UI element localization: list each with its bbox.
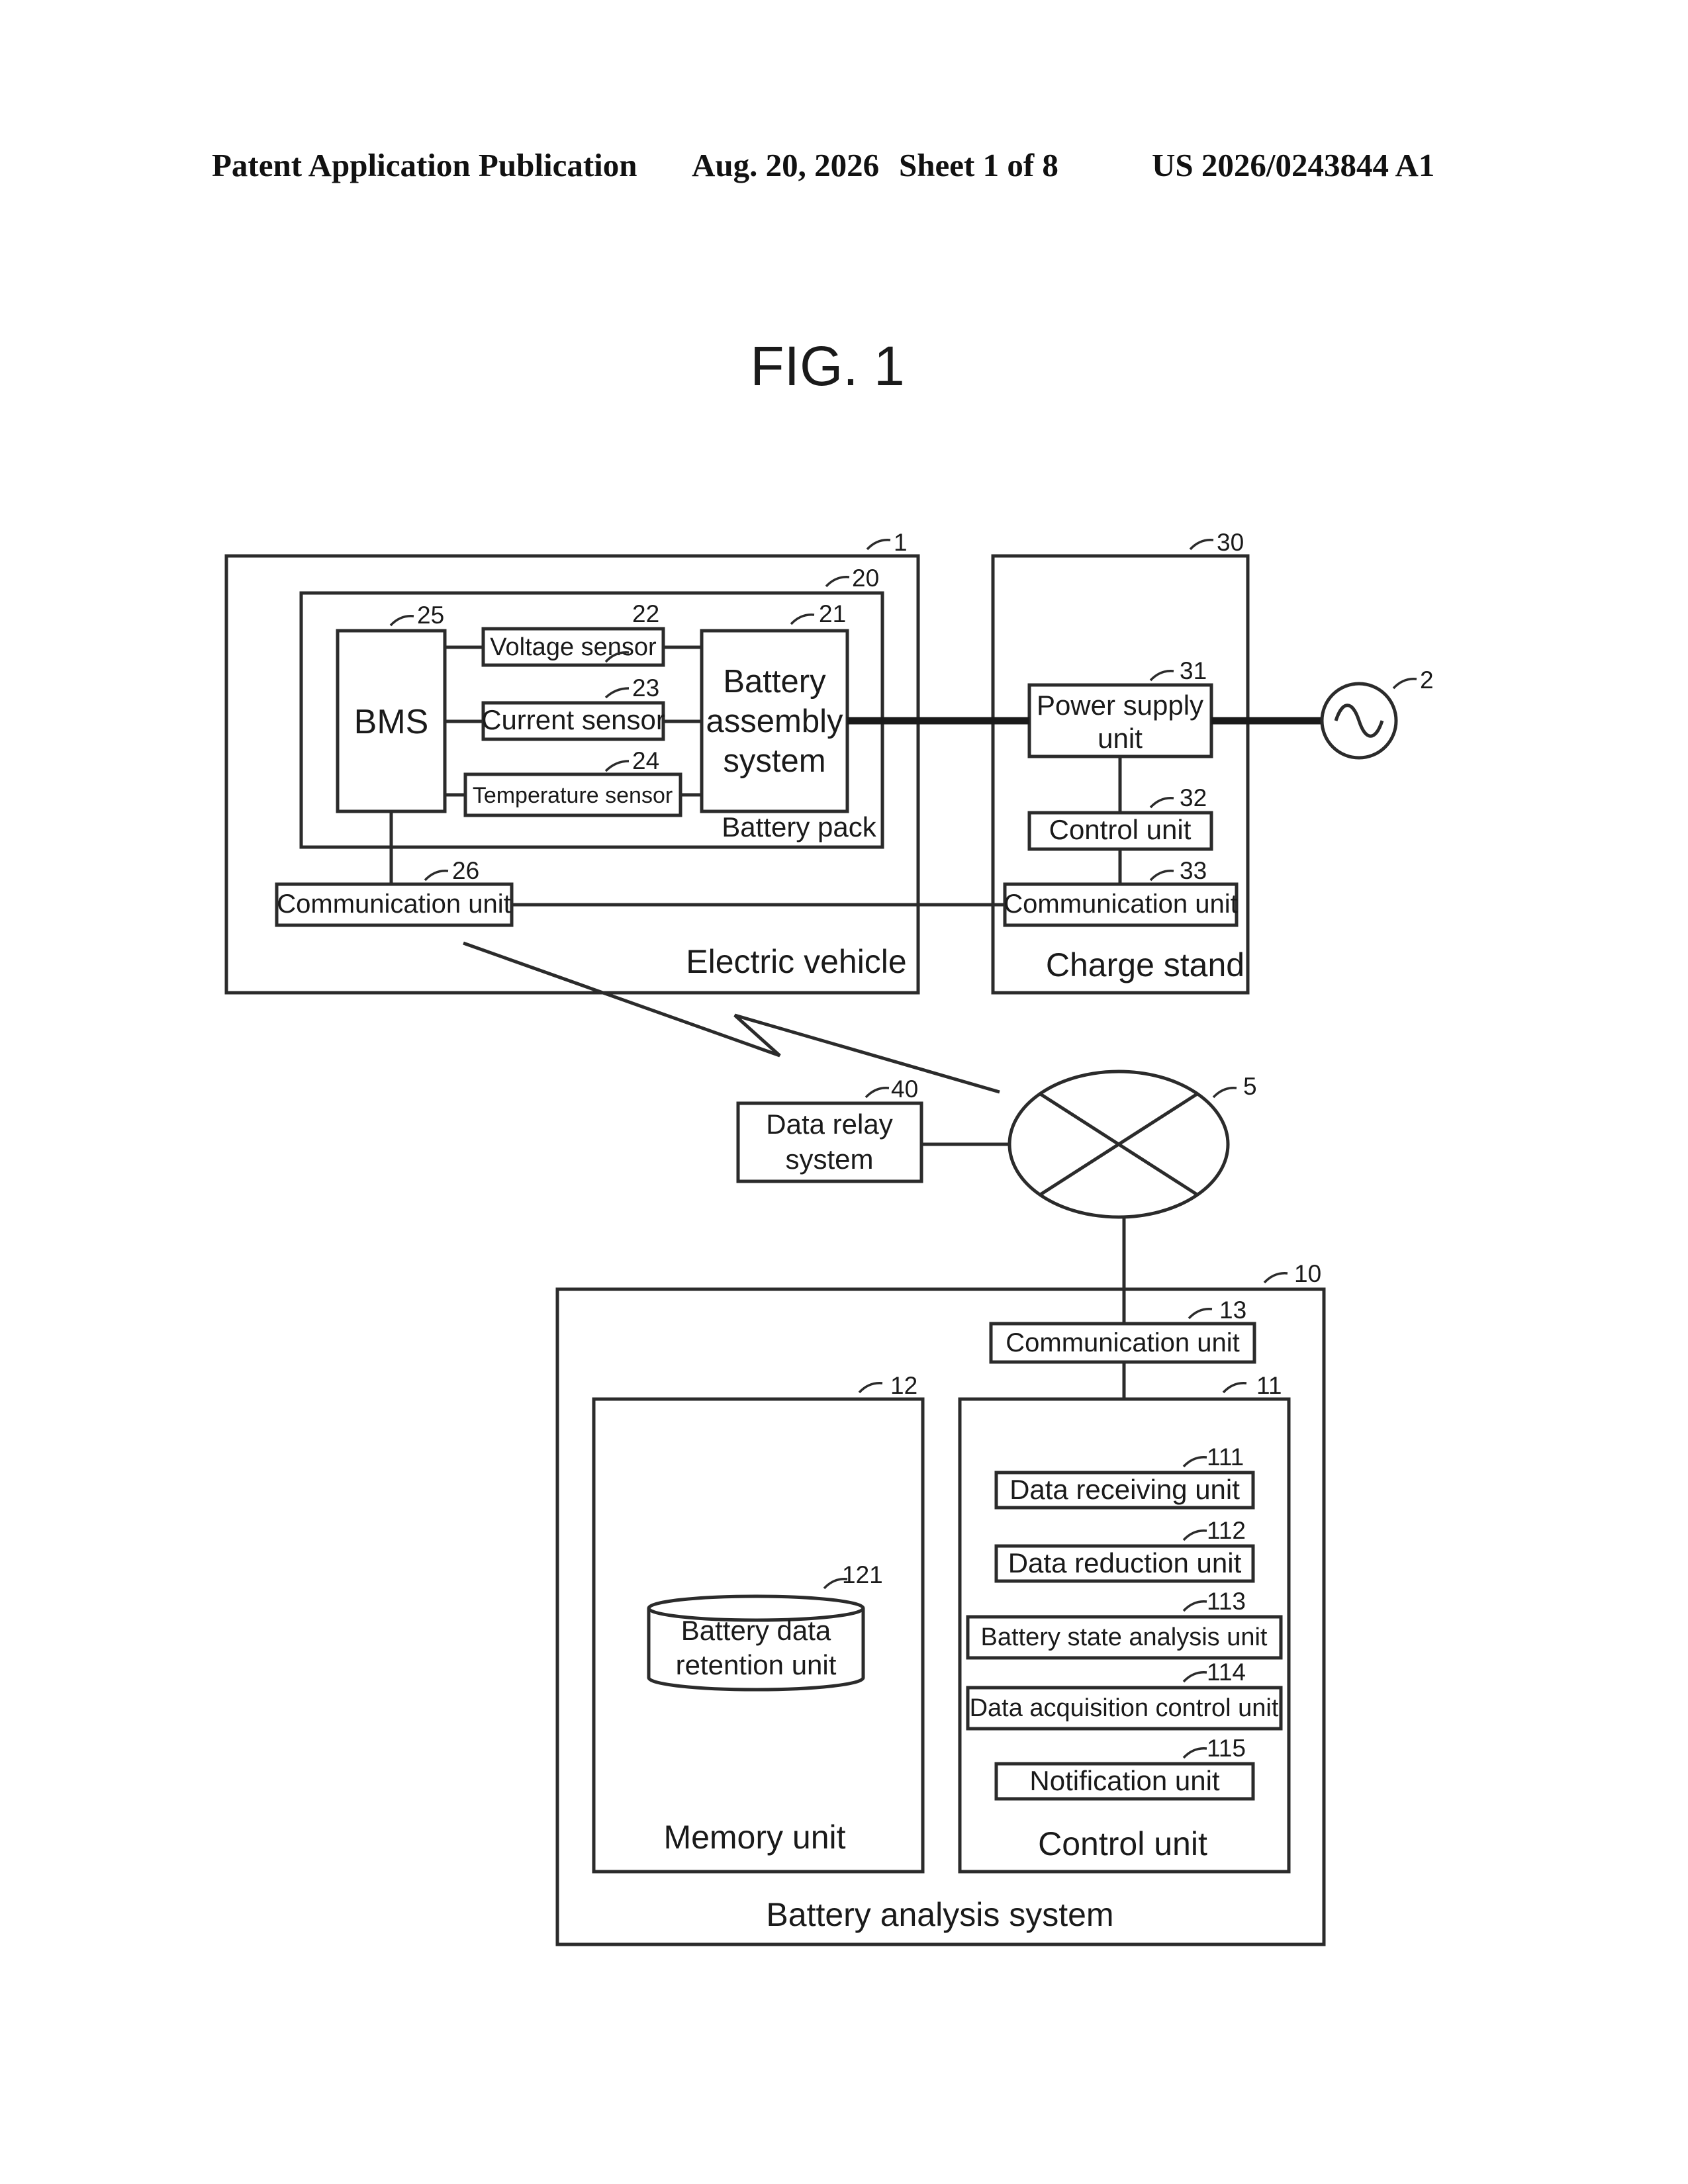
voltage-sensor-label: Voltage sensor (490, 633, 657, 661)
notification-unit-label: Notification unit (1029, 1765, 1219, 1796)
ref-33: 33 (1180, 857, 1207, 884)
ref-13: 13 (1219, 1297, 1246, 1324)
ref-22: 22 (632, 600, 659, 627)
data-relay-label-1: Data relay (766, 1109, 892, 1140)
ref-2: 2 (1420, 666, 1434, 694)
ref-21: 21 (819, 600, 846, 627)
ref-1: 1 (894, 529, 908, 556)
data-reduction-unit-label: Data reduction unit (1008, 1547, 1242, 1578)
power-supply-label-1: Power supply (1037, 690, 1203, 721)
ref-40: 40 (891, 1075, 918, 1103)
data-receiving-unit-label: Data receiving unit (1009, 1474, 1240, 1505)
battery-assembly-label-3: system (723, 743, 825, 779)
ref-111: 111 (1207, 1443, 1244, 1471)
ref-20: 20 (852, 565, 879, 592)
ref-26: 26 (452, 857, 479, 884)
cs-control-unit-label: Control unit (1049, 814, 1192, 845)
ref-12: 12 (890, 1372, 917, 1399)
bms-label: BMS (354, 703, 429, 741)
ref-24: 24 (632, 747, 659, 774)
battery-analysis-system-label: Battery analysis system (766, 1896, 1113, 1933)
control-unit-label: Control unit (1038, 1825, 1207, 1862)
ref-32: 32 (1180, 784, 1207, 811)
battery-pack-label: Battery pack (722, 811, 876, 842)
power-supply-label-2: unit (1098, 723, 1143, 754)
ev-communication-unit-label: Communication unit (277, 889, 511, 919)
cs-communication-unit-label: Communication unit (1004, 889, 1238, 919)
bas-communication-unit-label: Communication unit (1006, 1328, 1240, 1357)
battery-data-label-1: Battery data (681, 1615, 831, 1646)
ref-5: 5 (1243, 1073, 1257, 1100)
battery-data-label-2: retention unit (676, 1649, 837, 1680)
battery-state-analysis-unit-label: Battery state analysis unit (981, 1623, 1268, 1651)
ref-112: 112 (1207, 1517, 1246, 1544)
battery-assembly-label-1: Battery (723, 664, 826, 700)
electric-vehicle-label: Electric vehicle (686, 943, 906, 980)
ref-115: 115 (1207, 1735, 1246, 1762)
ref-11: 11 (1256, 1372, 1282, 1399)
ref-30: 30 (1217, 529, 1244, 556)
data-relay-label-2: system (785, 1144, 873, 1175)
memory-unit-label: Memory unit (663, 1819, 845, 1856)
charge-stand-label: Charge stand (1046, 946, 1244, 983)
data-acquisition-control-unit-label: Data acquisition control unit (970, 1694, 1279, 1722)
ref-10: 10 (1294, 1260, 1321, 1287)
ref-113: 113 (1207, 1588, 1246, 1615)
current-sensor-label: Current sensor (481, 704, 665, 735)
battery-assembly-label-2: assembly (706, 704, 843, 739)
figure-title: FIG. 1 (750, 335, 904, 397)
temperature-sensor-label: Temperature sensor (473, 783, 673, 808)
ref-31: 31 (1180, 657, 1207, 684)
ref-114: 114 (1207, 1659, 1246, 1686)
ref-23: 23 (632, 674, 659, 702)
ref-25: 25 (417, 602, 444, 629)
ref-121: 121 (842, 1561, 883, 1588)
